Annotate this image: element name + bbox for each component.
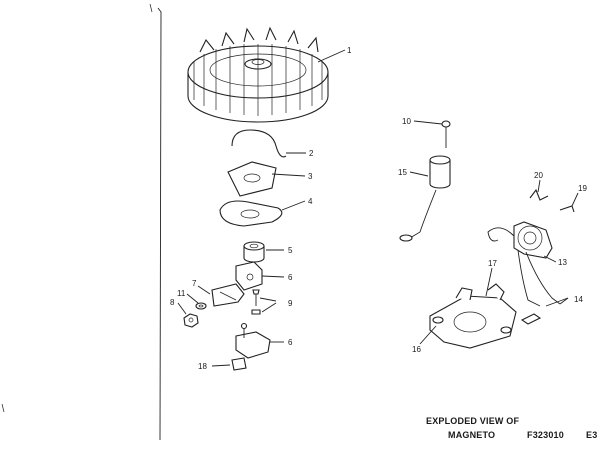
gasket	[219, 200, 283, 227]
leader-20	[537, 179, 541, 193]
callout-16: 16	[412, 345, 421, 354]
callout-13: 13	[558, 258, 567, 267]
leader-9b	[261, 302, 277, 313]
callout-15: 15	[398, 168, 407, 177]
callout-1: 1	[347, 46, 352, 55]
breaker-bracket	[235, 261, 263, 291]
felt-wick	[231, 357, 247, 371]
spring-clip	[231, 129, 287, 158]
leader-9a	[259, 297, 277, 302]
clip-screw	[559, 205, 575, 213]
nut	[183, 313, 199, 328]
leader-8	[177, 302, 187, 315]
breaker-cover	[227, 161, 277, 197]
margin-rule	[157, 7, 162, 441]
callout-19: 19	[578, 184, 587, 193]
ground-wire	[529, 188, 549, 201]
leader-13	[543, 255, 557, 263]
callout-3: 3	[308, 172, 313, 181]
coil-leads	[517, 249, 561, 325]
leader-1	[317, 49, 346, 63]
caption-sheet: E3	[586, 430, 597, 440]
callout-5: 5	[288, 246, 293, 255]
condenser	[399, 155, 451, 242]
screws	[251, 289, 261, 315]
callout-4: 4	[308, 197, 313, 206]
callout-17: 17	[488, 259, 497, 268]
callout-8: 8	[170, 298, 175, 307]
leader-17	[485, 267, 493, 297]
leader-4	[281, 200, 306, 211]
callout-20: 20	[534, 171, 543, 180]
leader-14a	[545, 297, 569, 307]
margin-tick	[149, 3, 153, 13]
callout-6b: 6	[288, 338, 293, 347]
margin-tick-lower	[1, 403, 5, 413]
breaker-arm	[211, 283, 245, 307]
leader-18	[211, 364, 231, 367]
leader-6a	[261, 275, 285, 278]
caption-line-1: EXPLODED VIEW OF	[426, 416, 520, 426]
caption-figure-code: F323010	[527, 430, 564, 440]
callout-18: 18	[198, 362, 207, 371]
leader-15	[409, 171, 429, 177]
leader-19	[571, 192, 579, 207]
leader-14b	[559, 297, 569, 305]
washer	[195, 302, 207, 310]
leader-11	[186, 293, 199, 304]
callout-10: 10	[402, 117, 411, 126]
flywheel	[187, 26, 329, 123]
callout-6a: 6	[288, 273, 293, 282]
mounting-bracket	[235, 322, 271, 359]
callout-14: 14	[574, 295, 583, 304]
leader-10	[413, 120, 443, 125]
callout-2: 2	[309, 149, 314, 158]
ignition-coil	[487, 221, 553, 259]
leader-16	[419, 325, 437, 345]
leader-7	[197, 285, 211, 295]
cam-bushing	[243, 241, 265, 263]
callout-7: 7	[192, 279, 197, 288]
leader-3	[271, 173, 306, 177]
callout-9: 9	[288, 299, 293, 308]
callout-11: 11	[177, 289, 186, 298]
stator-armature	[429, 283, 517, 349]
caption-line-2: MAGNETO	[448, 430, 495, 440]
terminal-screw	[441, 120, 451, 148]
